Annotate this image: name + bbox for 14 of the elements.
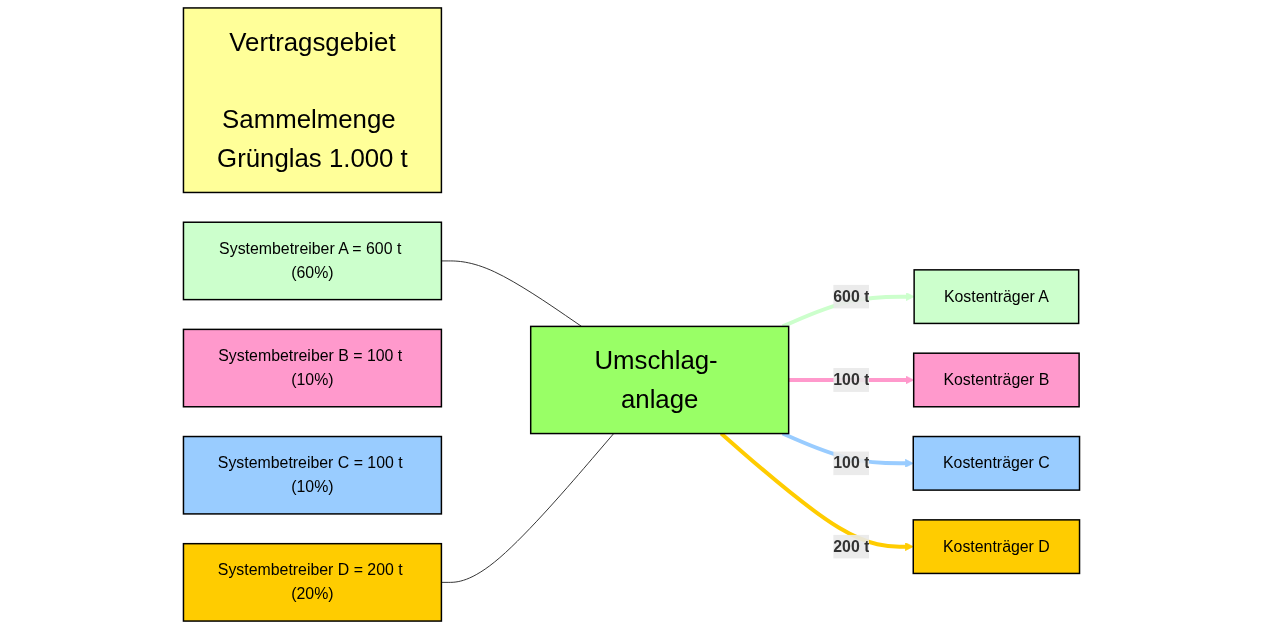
node-box: Kostenträger D: [912, 519, 1081, 575]
node-box: Systembetreiber A = 600 t (60%): [182, 221, 443, 301]
edge-label: 600 t: [833, 287, 870, 305]
node-box: Vertragsgebiet Sammelmenge Grünglas 1.000 t: [182, 7, 443, 194]
edge-label: 100 t: [833, 454, 870, 472]
node-box: Kostenträger C: [912, 435, 1081, 491]
node-box: Kostenträger B: [912, 352, 1080, 408]
node-box: Systembetreiber D = 200 t (20%): [182, 542, 443, 622]
node-box: Kostenträger A: [913, 269, 1080, 325]
edge-label: 100 t: [833, 371, 870, 388]
node-box: Systembetreiber B = 100 t (10%): [182, 328, 443, 408]
node-box: Umschlag- anlage: [529, 325, 790, 435]
edge-label: 200 t: [833, 537, 870, 555]
node-box: Systembetreiber C = 100 t (10%): [182, 435, 443, 515]
